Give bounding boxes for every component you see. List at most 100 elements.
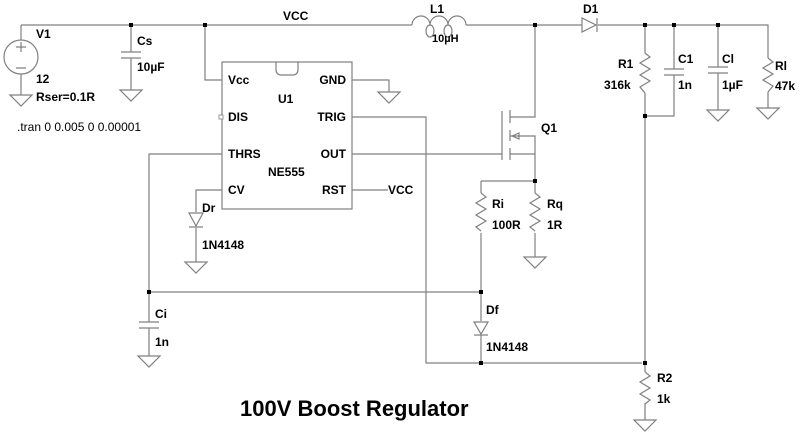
r1-value-label: 316k: [604, 78, 631, 92]
junctions: [129, 23, 720, 365]
ground-icon: [755, 107, 781, 120]
capacitor-c1[interactable]: C1 1n: [664, 52, 694, 92]
resistor-icon: [761, 57, 775, 93]
ground-icon: [8, 94, 34, 107]
pin-trig-label: TRIG: [317, 110, 346, 124]
junction: [643, 23, 647, 27]
ground-symbols: [8, 89, 781, 432]
rl-ref-label: Rl: [775, 59, 787, 73]
pin-gnd-label: GND: [319, 73, 346, 87]
resistor-icon: [528, 192, 542, 232]
pin-rst-label: RST: [322, 183, 347, 197]
junction: [533, 179, 537, 183]
wire-thrs: [148, 153, 481, 293]
ic-u1-ne555[interactable]: Vcc DIS THRS CV GND TRIG OUT RST U1 NE55…: [218, 61, 353, 210]
junction: [672, 23, 676, 27]
capacitor-cs[interactable]: Cs 10µF: [121, 34, 165, 74]
net-label-vcc: VCC: [283, 9, 309, 23]
resistor-r2[interactable]: R2 1k: [638, 371, 673, 406]
capacitor-icon: [139, 321, 159, 329]
rq-ref-label: Rq: [547, 197, 563, 211]
u1-ref-label: U1: [278, 92, 294, 106]
ground-icon: [705, 109, 731, 122]
resistor-icon: [638, 52, 652, 94]
diode-df[interactable]: Df 1N4148: [472, 303, 528, 354]
polarity-icon: [16, 42, 26, 69]
pin-thrs-label: THRS: [228, 147, 261, 161]
pin-marker-icon: [218, 114, 224, 120]
c1-value-label: 1n: [678, 78, 692, 92]
ri-value-label: 100R: [492, 218, 521, 232]
cs-ref-label: Cs: [137, 34, 153, 48]
mosfet-q1[interactable]: Q1: [501, 110, 557, 160]
ground-icon: [632, 419, 658, 432]
wire-vcc-pin: [204, 25, 222, 81]
ic-notch-icon: [275, 62, 299, 76]
wire-output-rail: [598, 24, 769, 50]
junction: [147, 290, 151, 294]
dr-value-label: 1N4148: [202, 238, 244, 252]
junction: [203, 23, 207, 27]
capacitor-cl[interactable]: Cl 1µF: [708, 52, 743, 92]
capacitor-icon: [708, 66, 728, 74]
junction: [479, 290, 483, 294]
junction: [479, 361, 483, 365]
junction: [643, 114, 647, 118]
diode-dr[interactable]: Dr 1N4148: [187, 201, 244, 252]
l1-value-label: 10µH: [432, 33, 459, 45]
ground-icon: [136, 355, 162, 368]
df-ref-label: Df: [486, 303, 500, 317]
ic-body: [221, 61, 353, 210]
junction: [643, 361, 647, 365]
df-value-label: 1N4148: [486, 340, 528, 354]
junction: [533, 23, 537, 27]
ground-icon: [376, 91, 402, 104]
ri-ref-label: Ri: [492, 197, 504, 211]
pin-vcc-label: Vcc: [228, 73, 250, 87]
u1-part-label: NE555: [268, 165, 305, 179]
l1-ref-label: L1: [430, 2, 444, 16]
pin-out-label: OUT: [321, 147, 347, 161]
q1-ref-label: Q1: [541, 121, 557, 135]
spice-directive[interactable]: .tran 0 0.005 0 0.00001: [17, 120, 141, 134]
r1-ref-label: R1: [618, 57, 634, 71]
diode-icon: [187, 212, 205, 228]
resistor-icon: [638, 371, 652, 405]
cs-value-label: 10µF: [137, 60, 165, 74]
wire-trig: [352, 116, 642, 364]
voltage-source-v1[interactable]: V1 12 Rser=0.1R: [3, 27, 95, 104]
inductor-l1[interactable]: L1 10µH: [411, 2, 467, 45]
capacitor-ci[interactable]: Ci 1n: [139, 307, 169, 349]
r2-value-label: 1k: [657, 392, 671, 406]
ground-icon: [522, 256, 548, 269]
ci-value-label: 1n: [155, 335, 169, 349]
pin-dis-label: DIS: [228, 110, 248, 124]
cl-ref-label: Cl: [722, 52, 734, 66]
resistor-rq[interactable]: Rq 1R: [528, 192, 563, 232]
c1-ref-label: C1: [678, 52, 694, 66]
schematic-title: 100V Boost Regulator: [240, 396, 469, 421]
wire-drain: [510, 25, 536, 118]
v1-value-label: 12: [36, 72, 50, 86]
net-label-vcc-rst: VCC: [388, 183, 414, 197]
v1-param-label: Rser=0.1R: [36, 90, 95, 104]
wire-source: [510, 153, 536, 181]
ci-ref-label: Ci: [155, 307, 167, 321]
body-arrow-icon: [510, 132, 536, 154]
ground-icon: [118, 89, 144, 102]
rl-value-label: 47k: [775, 79, 795, 93]
resistor-ri[interactable]: Ri 100R: [474, 192, 521, 232]
inductor-loops-icon: [425, 24, 453, 38]
resistor-rl[interactable]: Rl 47k: [761, 57, 795, 93]
wires: [20, 24, 769, 420]
diode-d1[interactable]: D1: [581, 2, 599, 33]
resistor-r1[interactable]: R1 316k: [604, 52, 652, 94]
wire-gnd-pin: [352, 79, 390, 92]
diode-icon: [472, 321, 490, 336]
source-circle-icon: [3, 39, 39, 75]
cl-value-label: 1µF: [722, 78, 743, 92]
ground-icon: [183, 261, 209, 274]
junction: [716, 23, 720, 27]
wire-cv: [195, 189, 222, 262]
